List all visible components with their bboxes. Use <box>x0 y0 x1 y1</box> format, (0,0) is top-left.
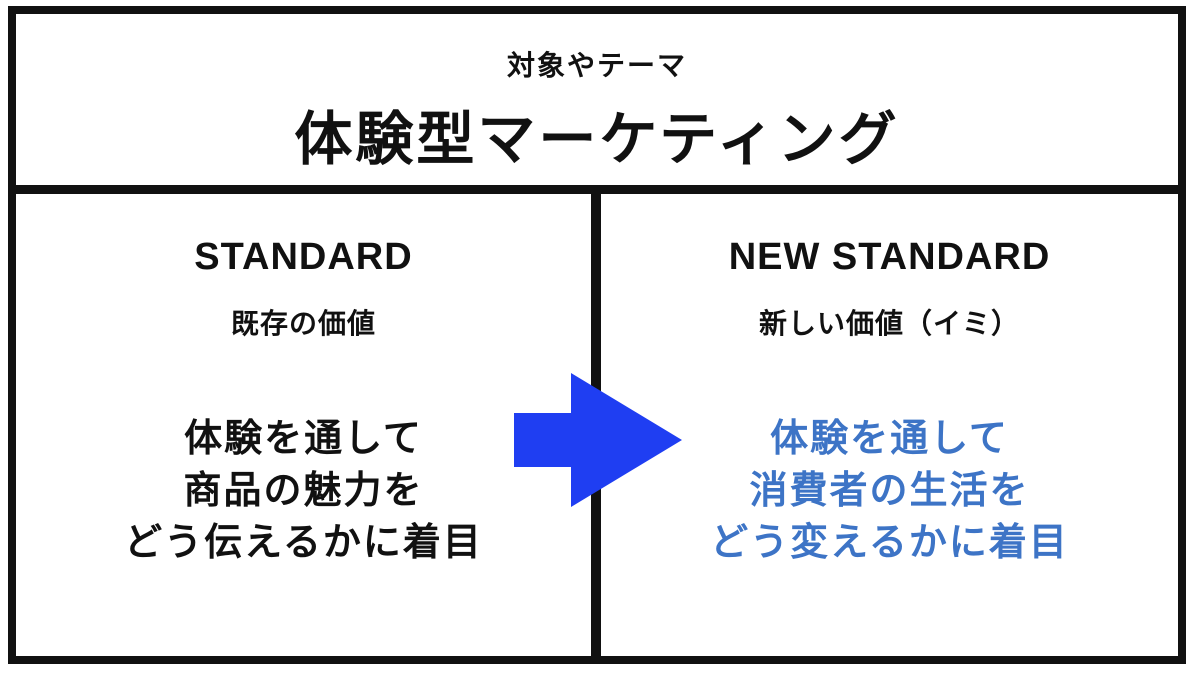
standard-panel: STANDARD 既存の価値 体験を通して 商品の魅力を どう伝えるかに着目 <box>16 194 591 656</box>
standard-body-line: 商品の魅力を <box>183 468 424 512</box>
standard-body: 体験を通して 商品の魅力を どう伝えるかに着目 <box>16 412 591 568</box>
standard-body-line: どう伝えるかに着目 <box>124 520 483 564</box>
new-standard-heading: NEW STANDARD <box>728 236 1051 278</box>
new-standard-body: 体験を通して 消費者の生活を どう変えるかに着目 <box>601 412 1178 568</box>
standard-heading: STANDARD <box>194 236 413 278</box>
standard-body-line: 体験を通して <box>184 416 423 460</box>
arrow-right-icon <box>514 373 682 507</box>
horizontal-divider <box>8 185 1186 194</box>
header-subtitle: 対象やテーマ <box>506 49 687 82</box>
new-standard-body-line: 体験を通して <box>770 416 1009 460</box>
new-standard-body-line: どう変えるかに着目 <box>710 520 1069 564</box>
standard-subheading: 既存の価値 <box>230 307 376 340</box>
header-section: 対象やテーマ 体験型マーケティング <box>16 14 1178 185</box>
header-title: 体験型マーケティング <box>294 105 900 173</box>
new-standard-panel: NEW STANDARD 新しい価値（イミ） 体験を通して 消費者の生活を どう… <box>601 194 1178 656</box>
new-standard-body-line: 消費者の生活を <box>749 468 1030 512</box>
new-standard-subheading: 新しい価値（イミ） <box>758 307 1020 340</box>
